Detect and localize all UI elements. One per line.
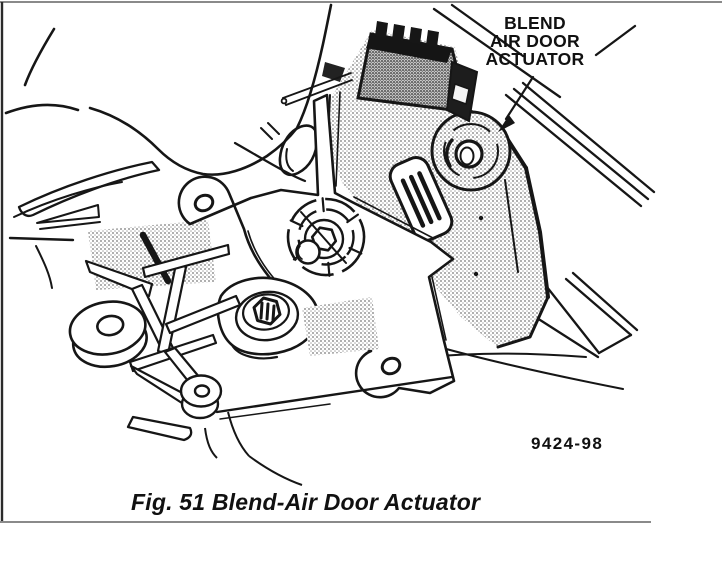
leader-arrow [498,75,535,132]
shading-patch [302,297,379,356]
callout-label-line2: AIR DOOR [490,31,580,51]
bracket-hole-lower [380,356,402,376]
actuator-connector [280,21,479,123]
grommet-disc [68,300,148,369]
hub-stud [295,239,321,265]
dash-panel-outline [4,3,333,289]
output-hub [286,197,366,277]
bracket-hole-upper [193,193,215,213]
pivot-cylinder [179,374,223,420]
crank-boss [216,276,320,360]
drawing-number: 9424-98 [531,434,603,453]
figure-caption: Fig. 51 Blend-Air Door Actuator [131,489,481,515]
connector-rod [280,72,353,106]
page-frame-rules [0,1,722,523]
actuator-slot-detail [388,156,454,242]
callout-label-line1: BLEND [504,13,566,33]
actuator-pivot-boss [430,110,512,192]
callout-label-line3: ACTUATOR [486,49,585,69]
door-linkage [68,243,303,486]
foot-bracket [126,415,193,442]
actuator-body [280,21,550,349]
